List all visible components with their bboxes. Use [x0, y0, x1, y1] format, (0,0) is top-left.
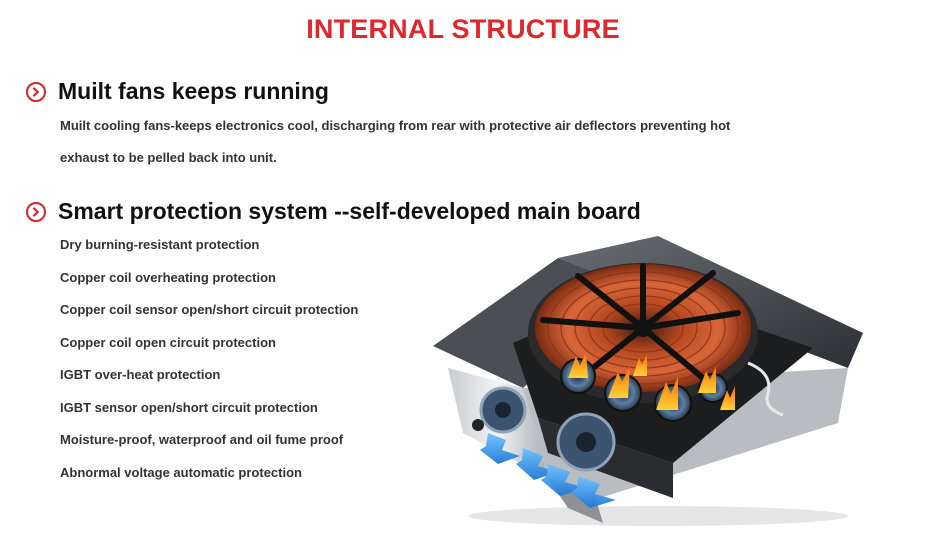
product-cutaway-image [433, 236, 863, 526]
list-item: Dry burning-resistant protection [60, 237, 260, 252]
protection-list: Dry burning-resistant protection Copper … [60, 229, 358, 489]
section-title: Smart protection system --self-developed… [58, 198, 641, 224]
page-title: INTERNAL STRUCTURE [306, 14, 620, 44]
section-fans-description: Muilt cooling fans-keeps electronics coo… [60, 118, 731, 165]
list-item: Abnormal voltage automatic protection [60, 464, 302, 480]
chevron-right-circle-icon [26, 201, 46, 222]
list-item: Copper coil open circuit protection [60, 334, 276, 350]
list-item: Copper coil overheating protection [60, 269, 276, 285]
section-fans-heading: Muilt fans keeps running [26, 78, 329, 105]
list-item: Copper coil sensor open/short circuit pr… [60, 302, 359, 317]
section-title: Muilt fans keeps running [58, 78, 329, 104]
list-item: IGBT over-heat protection [60, 367, 221, 382]
list-item: Moisture-proof, waterproof and oil fume … [60, 432, 344, 447]
section-protection-heading: Smart protection system --self-developed… [26, 198, 641, 225]
list-item: IGBT sensor open/short circuit protectio… [60, 399, 318, 415]
chevron-right-circle-icon [26, 81, 46, 102]
